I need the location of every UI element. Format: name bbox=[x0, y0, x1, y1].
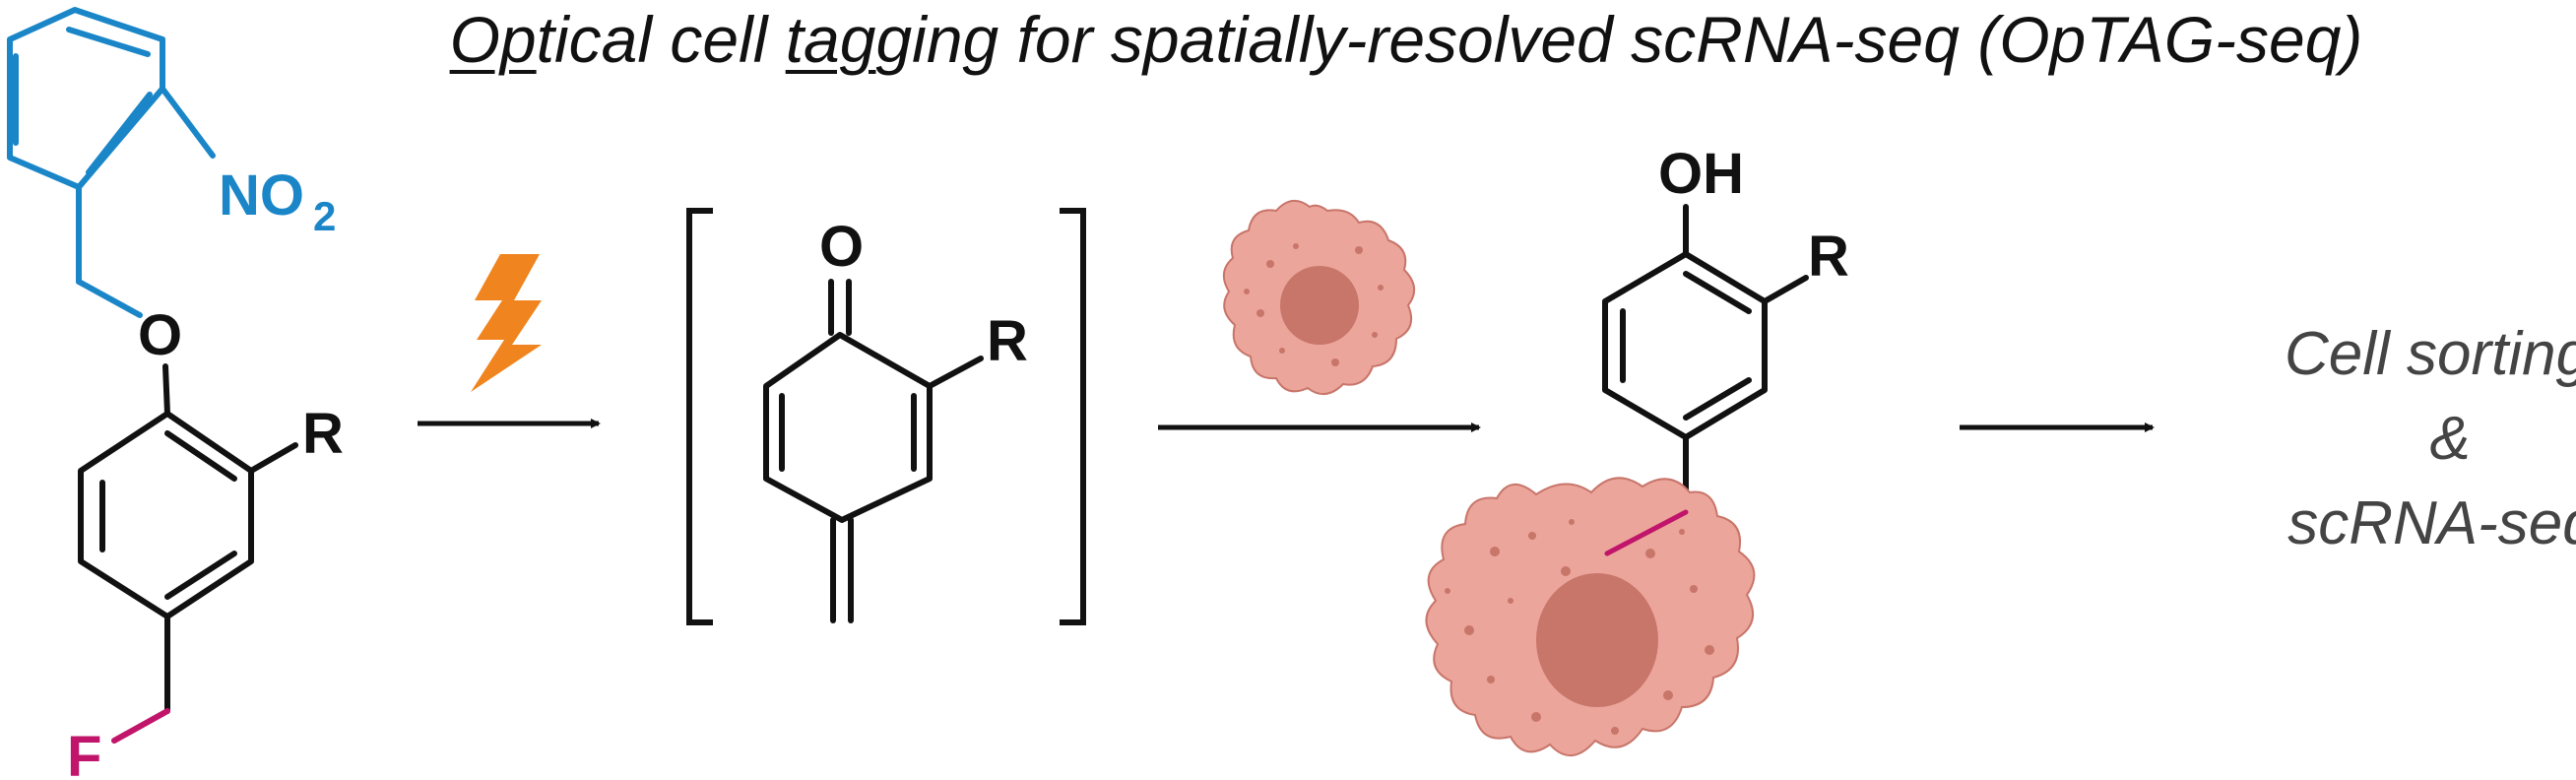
cell-large-icon bbox=[1425, 477, 1756, 756]
cell-small-icon bbox=[1222, 200, 1415, 395]
nitro-label: NO 2 bbox=[219, 163, 336, 239]
quinone-methide-intermediate: O R bbox=[686, 208, 1086, 625]
fluorine-label: F bbox=[67, 725, 101, 780]
title-text-b: ging for spatially-resolved scRNA-seq (O… bbox=[875, 3, 2363, 76]
fluoromethyl-bond bbox=[111, 708, 170, 744]
r-group-product-label: R bbox=[1808, 225, 1849, 289]
outcome-line-3: scRNA-seq bbox=[2287, 489, 2576, 557]
outcome-text: Cell sorting & scRNA-seq bbox=[2285, 320, 2576, 557]
diagram-title: Optical cell tagging for spatially-resol… bbox=[0, 2, 2576, 77]
r-group-quinone-label: R bbox=[987, 309, 1028, 373]
intermediate-brackets bbox=[686, 208, 1086, 625]
starting-material: NO 2 O R F bbox=[7, 7, 344, 780]
title-underlined-op: Op bbox=[449, 3, 537, 76]
title-underlined-tag: tag bbox=[785, 3, 876, 76]
quinone-ring bbox=[763, 279, 984, 623]
phenol-ring bbox=[1602, 204, 1809, 515]
nitrobenzyl-group bbox=[7, 7, 216, 318]
title-text-a: tical cell bbox=[536, 3, 786, 76]
nitro-text: NO bbox=[219, 163, 304, 228]
nitro-subscript: 2 bbox=[313, 193, 336, 239]
r-group-start-label: R bbox=[302, 402, 344, 466]
lightning-icon bbox=[471, 254, 542, 392]
tagged-product: OH R bbox=[1602, 142, 1849, 515]
aryl-ring-start bbox=[78, 363, 298, 714]
quinone-oxygen-label: O bbox=[819, 215, 864, 279]
ether-oxygen-label: O bbox=[138, 303, 182, 367]
outcome-line-2: & bbox=[2429, 405, 2470, 473]
outcome-line-1: Cell sorting bbox=[2285, 320, 2576, 388]
covalent-link-bond bbox=[1604, 509, 1689, 556]
hydroxyl-label: OH bbox=[1658, 142, 1744, 206]
